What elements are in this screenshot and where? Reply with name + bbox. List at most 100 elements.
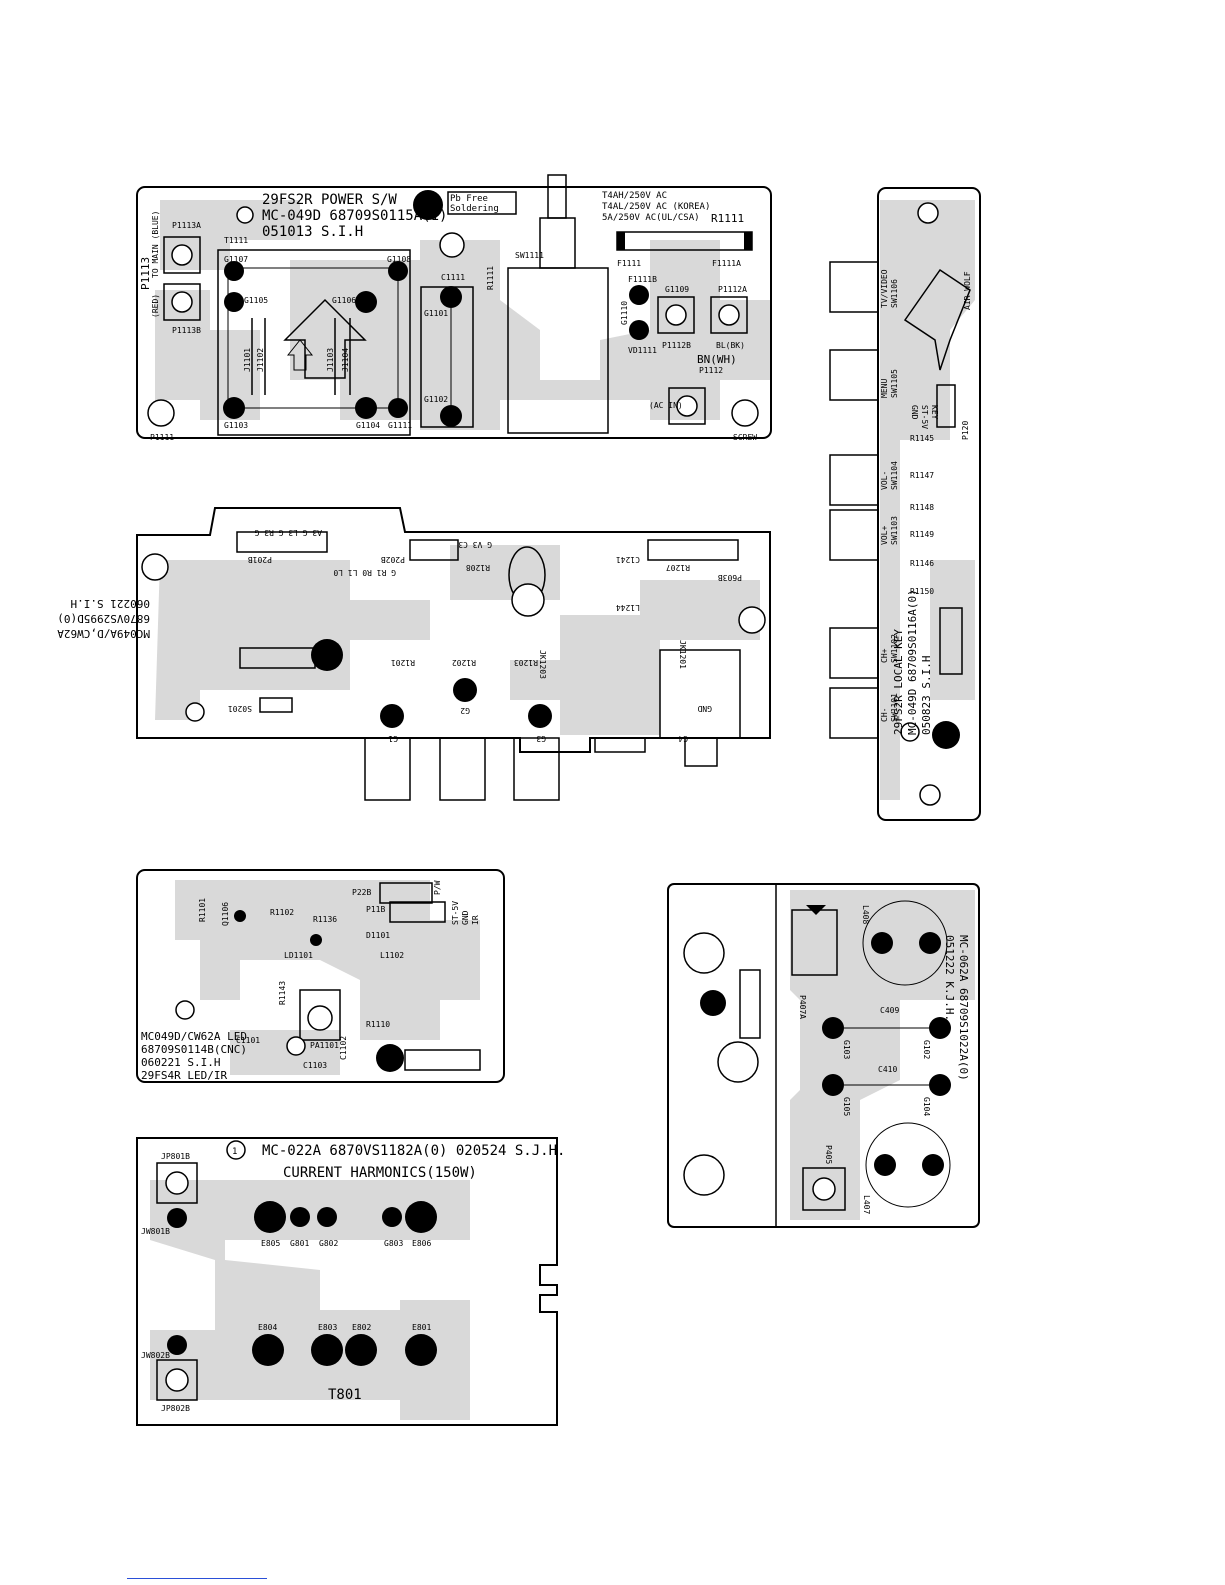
label-jp802b: JP802B (161, 1404, 190, 1413)
label-e801: E801 (412, 1323, 431, 1332)
label-gv3c3: G V3 C3 (458, 540, 492, 549)
lr-board-title-2: 051222 K.J.H. (943, 935, 956, 1021)
label-ir: IR (471, 915, 480, 925)
av-board-title-2: 6870VS2995D(0) (57, 612, 150, 625)
lr-filter-board (667, 883, 980, 1228)
label-s0201: S0201 (228, 704, 252, 713)
label-r1110: R1110 (366, 1020, 390, 1029)
label-t1111: T1111 (224, 236, 248, 245)
lr-board-title-1: MC-062A 68709S1022A(0) (957, 935, 970, 1081)
label-bn-wh: BL(BK) (716, 341, 745, 350)
label-p1113: P1113 (139, 257, 152, 290)
led-board-title-1: MC049D/CW62A LED (141, 1030, 247, 1043)
label-e806: E806 (412, 1239, 431, 1248)
label-ch-plus: CH+ (880, 648, 889, 663)
label-r1136: R1136 (313, 915, 337, 924)
key-board-title-1: 29FS2R LOCAL KEY (892, 629, 905, 735)
label-jw802b: JW802B (141, 1351, 170, 1360)
label-ac-in: P1112 (699, 366, 723, 375)
power-switch-board (136, 174, 772, 439)
label-j1101: J1101 (243, 348, 252, 372)
label-r1150: R1150 (910, 587, 934, 596)
label-j1103: J1103 (326, 348, 335, 372)
power-board-title-3: 051013 S.I.H (262, 224, 363, 240)
label-p201b: P201B (248, 555, 272, 564)
label-g2: G2 (460, 706, 470, 715)
label-p1112: BN(WH) (697, 353, 737, 366)
label-f1111: R1111 (711, 212, 744, 225)
label-j1104: J1104 (341, 348, 350, 372)
label-r1231: L1244 (616, 603, 640, 612)
label-c1101: C1101 (236, 1036, 260, 1045)
label-screw-left: P1111 (150, 433, 174, 442)
label-g1102: G1102 (424, 395, 448, 404)
label-jw801b: JW801B (141, 1227, 170, 1236)
key-board-title-2: MC-049D 68709S0116A(0) (906, 589, 919, 735)
label-l407: L407 (862, 1195, 871, 1214)
label-g103: G103 (842, 1040, 851, 1059)
label-r1143: R1143 (278, 981, 287, 1005)
label-screw-right: SCREW (733, 433, 757, 442)
label-g1: G1 (388, 734, 398, 743)
label-g802: G802 (319, 1239, 338, 1248)
label-r1148: R1148 (910, 503, 934, 512)
label-r1149: R1149 (910, 530, 934, 539)
label-p407a: P407A (798, 995, 807, 1019)
label-ld1101: LD1101 (284, 951, 313, 960)
label-p22b: P22B (352, 888, 371, 897)
label-p1113b: P1113B (172, 326, 201, 335)
label-sw1101: SW1101 (890, 693, 899, 722)
label-e802: E802 (352, 1323, 371, 1332)
label-g1101: G1101 (424, 309, 448, 318)
label-f1111b: F1111A (712, 259, 741, 268)
label-gnd: GND (461, 910, 470, 925)
label-g1109: VD1111 (628, 346, 657, 355)
label-sw1111: SW1111 (515, 251, 544, 260)
label-r1147: R1147 (910, 471, 934, 480)
label-tv-video: TV/VIDEO (880, 269, 889, 308)
av-jack-board (136, 507, 771, 801)
label-c1103: C1103 (303, 1061, 327, 1070)
led-ir-board (136, 869, 505, 1083)
label-g4: G4 (678, 734, 688, 743)
label-p11b: P11B (366, 905, 385, 914)
label-g105: G105 (842, 1097, 851, 1116)
label-sw1105: SW1105 (890, 369, 899, 398)
label-p1113a: P1113A (172, 221, 201, 230)
label-p202b: P202B (381, 555, 405, 564)
label-r1230: R1207 (666, 563, 690, 572)
led-board-title-3: 060221 S.I.H (141, 1056, 220, 1069)
label-l408: L408 (861, 905, 870, 924)
label-to-main: TO MAIN (BLUE) (151, 211, 160, 278)
power-soldering-label: Soldering (450, 204, 499, 214)
label-st-5v: ST-5V (920, 405, 929, 429)
label-q1106: Q1106 (221, 902, 230, 926)
av-board-title-3: 060221 S.I.H (71, 597, 150, 610)
current-harmonics-board (136, 1137, 558, 1426)
label-sw1104: SW1104 (890, 461, 899, 490)
label-g801: G801 (290, 1239, 309, 1248)
label-pw: P/W (433, 880, 442, 895)
label-vol-minus: VOL- (880, 471, 889, 490)
label-r1111: R1111 (486, 266, 495, 290)
harmonics-board-title: MC-022A 6870VS1182A(0) 020524 S.J.H. (262, 1143, 565, 1159)
label-e803: E803 (318, 1323, 337, 1332)
label-f1111a: F1111 (617, 259, 641, 268)
label-p120: P120 (961, 421, 970, 440)
key-board-title-3: 050823 S.I.H (920, 656, 933, 735)
label-st5v: ST-5V (451, 901, 460, 925)
label-vd1111: G1110 (620, 301, 629, 325)
label-g1105: G1105 (244, 296, 268, 305)
label-g1107: G1107 (224, 255, 248, 264)
power-board-title-2: MC-049D 68709S0115A(1) (262, 208, 447, 224)
label-c409: C409 (880, 1006, 899, 1015)
label-g1106: G1106 (332, 296, 356, 305)
label-g803: G803 (384, 1239, 403, 1248)
label-pa1101: PA1101 (310, 1041, 339, 1050)
label-jp801b: JP801B (161, 1152, 190, 1161)
label-r1102: R1102 (270, 908, 294, 917)
local-key-board (829, 187, 981, 821)
label-r1203: R1203 (514, 658, 538, 667)
label-c1111: C1111 (441, 273, 465, 282)
label-air-wolf: AIR WOLF (963, 271, 972, 310)
